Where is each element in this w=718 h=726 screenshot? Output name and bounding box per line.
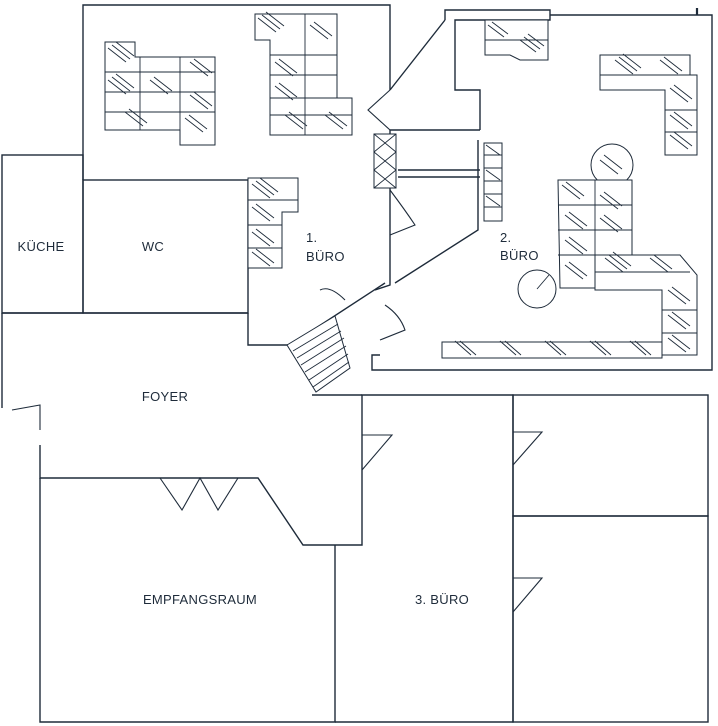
empfangsraum-outline: [39, 478, 336, 723]
stairs: [286, 315, 351, 393]
hatch-marks-d: [487, 21, 545, 53]
door-diag-1: [319, 288, 346, 301]
desk-cluster-g: [594, 254, 698, 356]
buero1-top-wall: [82, 4, 391, 180]
hatch-marks-a: [107, 41, 213, 133]
label-buero1-num: 1.: [306, 230, 317, 245]
label-buero2-num: 2.: [500, 230, 511, 245]
label-buero2-name: BÜRO: [500, 248, 539, 263]
label-kueche: KÜCHE: [17, 239, 64, 254]
desk-cluster-e: [599, 54, 698, 156]
kueche-outline: [1, 154, 84, 314]
door-buero3: [361, 434, 394, 471]
buero2-outer: [371, 14, 713, 371]
wc-outline: [82, 179, 249, 314]
foyer-bottom: [39, 394, 514, 723]
hatch-marks-bench: [454, 340, 652, 356]
label-buero3: 3. BÜRO: [415, 592, 469, 607]
door-right-upper: [512, 431, 544, 466]
buero1-bottom-wall: [247, 313, 290, 346]
label-empfangsraum: EMPFANGSRAUM: [143, 592, 257, 607]
door-right-lower: [512, 577, 544, 613]
doors: [11, 89, 544, 613]
corridor-upper: [389, 19, 446, 91]
hatch-marks-b: [257, 11, 348, 130]
long-bench: [441, 341, 663, 359]
room-labels: KÜCHE WC 1. BÜRO 2. BÜRO FOYER EMPFANGSR…: [17, 230, 538, 607]
desk-cluster-c: [247, 177, 299, 269]
desk-cluster-a: [104, 41, 216, 146]
label-wc: WC: [142, 239, 164, 254]
furniture: [104, 11, 698, 359]
shelf-buero2: [483, 142, 503, 222]
door-foyer-left: [11, 404, 41, 430]
desk-cluster-b: [254, 13, 353, 136]
hatch-marks-c: [251, 177, 279, 267]
room-right-upper: [512, 394, 709, 517]
door-diag-2: [379, 304, 406, 341]
hatch-marks-f: [561, 181, 623, 280]
label-buero1-name: BÜRO: [306, 249, 345, 264]
door-buero1-top: [367, 89, 391, 131]
diag-corridor-upper: [394, 140, 479, 284]
label-foyer: FOYER: [142, 389, 188, 404]
hatch-marks-g: [604, 251, 691, 353]
door-buero1-right: [389, 189, 416, 236]
hatch-marks-e: [614, 53, 693, 150]
room-right-lower: [512, 515, 709, 723]
door-empfang-double: [159, 476, 239, 512]
